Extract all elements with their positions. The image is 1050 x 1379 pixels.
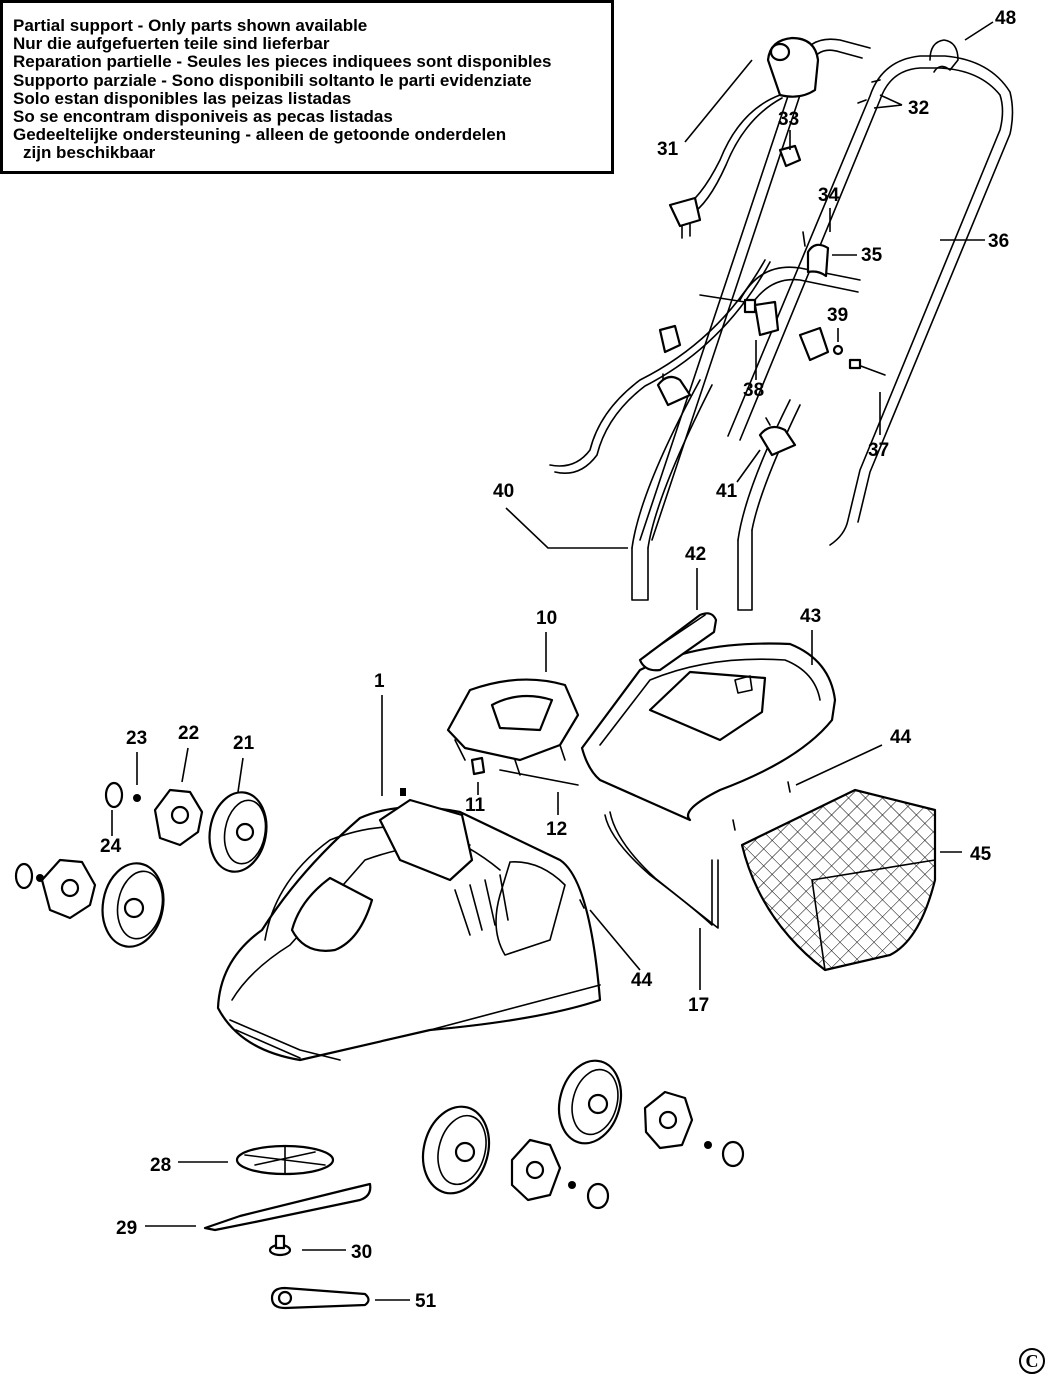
grassbox-frame — [604, 811, 719, 929]
part-label-1: 1 — [374, 671, 385, 692]
part-label-17: 17 — [688, 995, 709, 1016]
part-label-11: 11 — [465, 795, 486, 816]
part-label-39: 39 — [827, 305, 848, 326]
part-label-29: 29 — [116, 1218, 137, 1239]
notice-line-es: Solo estan disponibles las peizas listad… — [13, 88, 352, 108]
availability-notice: Partial support - Only parts shown avail… — [0, 0, 614, 174]
part-label-33: 33 — [778, 109, 799, 130]
notice-line-nl: Gedeeltelijke ondersteuning - alleen de … — [13, 125, 507, 145]
switch-box-with-cable — [549, 36, 820, 474]
notice-line-de: Nur die aufgefuerten teile sind lieferba… — [13, 34, 330, 54]
wheels — [101, 791, 623, 1195]
part-label-35: 35 — [861, 245, 883, 266]
part-label-24: 24 — [100, 836, 122, 857]
motor-cover — [446, 678, 580, 776]
fan — [235, 1144, 335, 1176]
screw-44-deck — [579, 899, 585, 909]
grassbox-handle-grip — [638, 612, 718, 672]
cable-clip — [929, 39, 959, 73]
part-label-38: 38 — [743, 380, 764, 401]
blade-bolt — [268, 1234, 292, 1257]
part-label-30: 30 — [351, 1242, 372, 1263]
grass-basket — [740, 788, 937, 972]
part-label-44-lower: 44 — [631, 970, 653, 991]
spanner — [270, 1286, 370, 1310]
blade — [203, 1182, 372, 1232]
axle-rod — [499, 769, 579, 786]
notice-line-pt: So se encontram disponiveis as pecas lis… — [13, 107, 393, 127]
part-label-45: 45 — [970, 844, 992, 865]
notice-line-it: Supporto parziale - Sono disponibili sol… — [13, 70, 532, 90]
handle-fasteners — [656, 79, 886, 457]
hub-caps-and-washers — [14, 781, 745, 1210]
part-label-48: 48 — [995, 8, 1016, 29]
part-label-40: 40 — [493, 481, 514, 502]
part-label-37: 37 — [868, 440, 889, 461]
mower-deck — [216, 788, 602, 1062]
notice-line-en: Partial support - Only parts shown avail… — [13, 16, 368, 35]
part-label-36: 36 — [988, 231, 1009, 252]
part-label-22: 22 — [178, 723, 199, 744]
part-label-41: 41 — [716, 481, 738, 502]
leader-lines — [111, 21, 994, 1301]
notice-line-fr: Reparation partielle - Seules les pieces… — [13, 52, 552, 72]
part-label-34: 34 — [818, 185, 840, 206]
part-label-51: 51 — [415, 1291, 437, 1312]
part-label-44-upper: 44 — [890, 727, 912, 748]
copyright-symbol: C — [1019, 1348, 1045, 1374]
part-label-31: 31 — [657, 139, 679, 160]
notice-line-nl-cont: zijn beschikbaar — [23, 143, 156, 163]
part-label-32: 32 — [908, 98, 929, 119]
part-label-10: 10 — [536, 608, 557, 629]
part-label-23: 23 — [126, 728, 147, 749]
part-labels: 1 10 11 12 17 21 22 23 24 28 29 30 31 32… — [100, 8, 1016, 1312]
spring-clip — [470, 756, 486, 776]
part-label-43: 43 — [800, 606, 821, 627]
part-label-42: 42 — [685, 544, 706, 565]
part-label-12: 12 — [546, 819, 567, 840]
grassbox-lid — [580, 642, 837, 822]
screw-44-upper — [787, 781, 791, 793]
handle-assembly — [631, 38, 1014, 611]
part-label-28: 28 — [150, 1155, 171, 1176]
screw-44-basket — [732, 819, 736, 831]
part-label-21: 21 — [233, 733, 255, 754]
